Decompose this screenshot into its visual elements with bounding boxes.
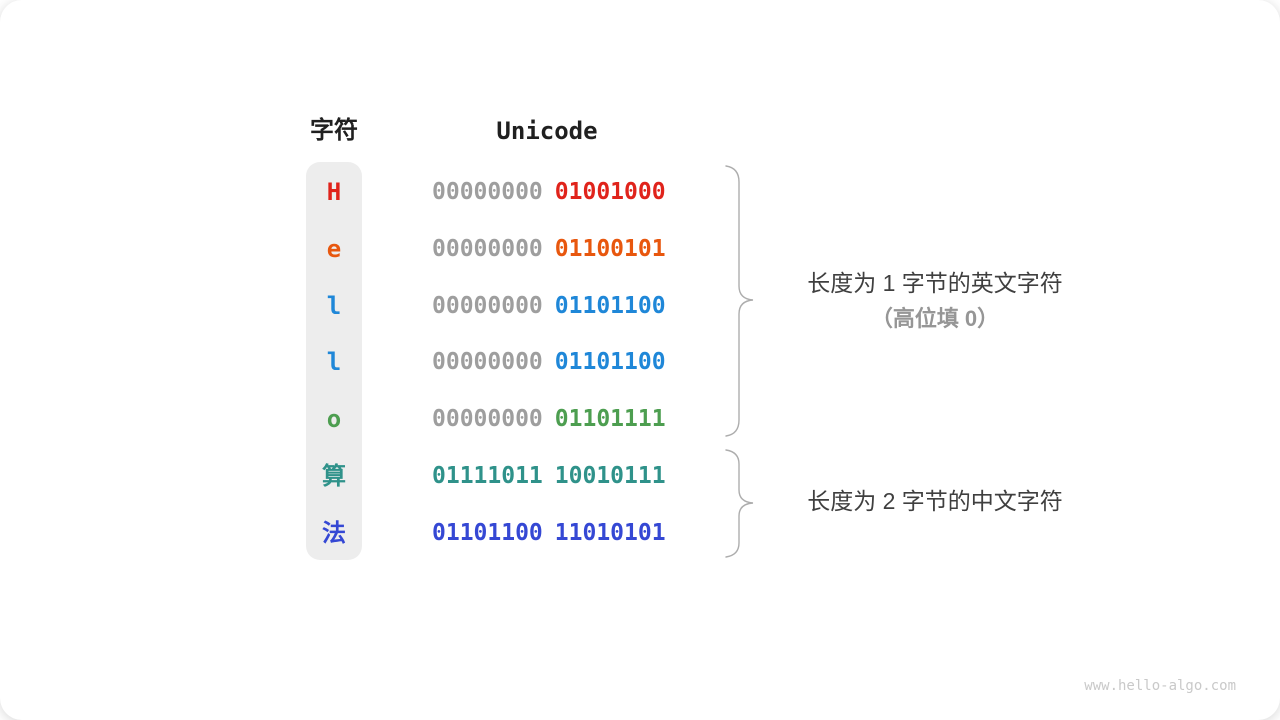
column-header-char: 字符	[310, 117, 358, 144]
unicode-byte-low: 10010111	[554, 463, 666, 489]
unicode-bits: 00000000 01101100	[432, 290, 666, 322]
char-column-background	[306, 162, 362, 560]
table-row: H 00000000 01001000	[0, 176, 1280, 208]
annotation-english-line2: （高位填 0）	[870, 306, 1000, 331]
table-row: 算 01111011 10010111	[0, 460, 1280, 492]
unicode-byte-low: 01001000	[554, 179, 666, 205]
column-header-unicode: Unicode	[496, 117, 598, 145]
char-cell: l	[326, 348, 342, 376]
char-cell: o	[326, 405, 342, 433]
unicode-byte-high: 00000000	[432, 406, 543, 432]
unicode-bits: 00000000 01101111	[432, 403, 666, 435]
unicode-byte-high: 00000000	[432, 179, 543, 205]
unicode-byte-high: 00000000	[432, 349, 543, 375]
unicode-bits: 00000000 01100101	[432, 233, 666, 265]
unicode-byte-high: 01111011	[432, 463, 543, 489]
unicode-byte-low: 01101100	[554, 349, 666, 375]
unicode-byte-high: 00000000	[432, 293, 543, 319]
annotation-english-group: 长度为 1 字节的英文字符 （高位填 0）	[775, 268, 1095, 334]
unicode-bits: 01101100 11010101	[432, 517, 666, 549]
unicode-byte-high: 00000000	[432, 236, 543, 262]
unicode-byte-low: 01101111	[554, 406, 666, 432]
unicode-bits: 01111011 10010111	[432, 460, 666, 492]
unicode-bits: 00000000 01101100	[432, 346, 666, 378]
table-row: e 00000000 01100101	[0, 233, 1280, 265]
char-cell: e	[326, 235, 342, 263]
unicode-byte-high: 01101100	[432, 520, 543, 546]
watermark-url: www.hello-algo.com	[1084, 678, 1236, 694]
unicode-byte-low: 01101100	[554, 293, 666, 319]
char-cell: 法	[322, 519, 346, 547]
table-row: o 00000000 01101111	[0, 403, 1280, 435]
char-cell: l	[326, 292, 342, 320]
char-cell: H	[326, 178, 342, 206]
char-cell: 算	[322, 462, 346, 490]
table-row: 法 01101100 11010101	[0, 517, 1280, 549]
annotation-chinese-group: 长度为 2 字节的中文字符	[807, 488, 1063, 514]
table-row: l 00000000 01101100	[0, 290, 1280, 322]
unicode-byte-low: 11010101	[554, 520, 666, 546]
unicode-bits: 00000000 01001000	[432, 176, 666, 208]
annotation-english-line1: 长度为 1 字节的英文字符	[807, 270, 1063, 296]
table-row: l 00000000 01101100	[0, 346, 1280, 378]
unicode-byte-low: 01100101	[554, 236, 666, 262]
